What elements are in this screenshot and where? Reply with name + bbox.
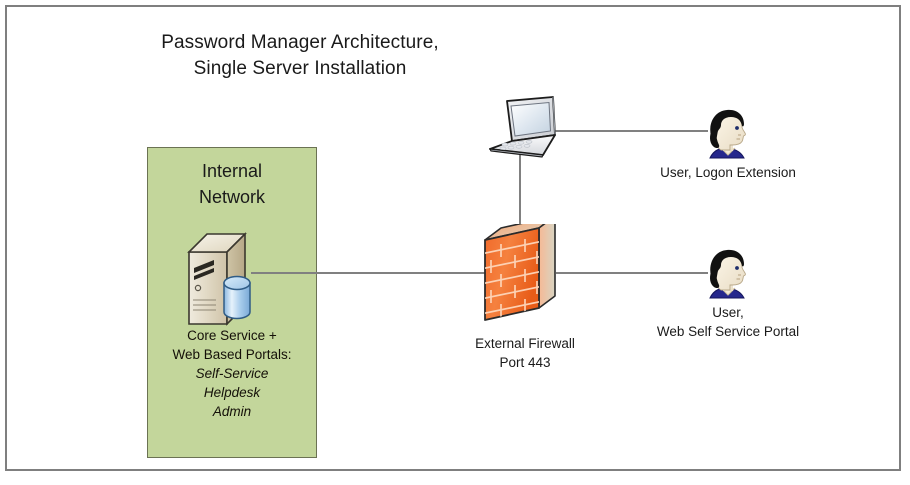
user-logon-extension-caption: User, Logon Extension — [660, 165, 796, 180]
portal-helpdesk: Helpdesk — [203, 385, 261, 400]
server-tower-icon — [183, 224, 269, 328]
laptop-icon — [483, 95, 561, 163]
server-caption-line1: Core Service + — [187, 328, 277, 343]
internal-network-zone: Internal Network Core Service + Web Base… — [147, 147, 317, 458]
user-head-profile-icon — [697, 104, 759, 166]
server-caption: Core Service + Web Based Portals: Self-S… — [148, 326, 316, 421]
brick-wall-firewall-icon — [481, 215, 567, 324]
page-title: Password Manager Architecture, Single Se… — [161, 32, 439, 79]
portal-admin: Admin — [212, 404, 252, 419]
connection-firewall-to-user-web-self-service — [556, 272, 708, 274]
firewall-caption: External Firewall Port 443 — [475, 336, 575, 370]
connection-laptop-to-user-logon-extension — [551, 130, 708, 132]
user-web-self-service-caption: User, Web Self Service Portal — [656, 305, 800, 339]
user-head-profile-icon — [697, 244, 759, 306]
connection-server-to-firewall — [251, 272, 517, 274]
server-caption-line2: Web Based Portals: — [172, 347, 292, 362]
portal-self-service: Self-Service — [195, 366, 269, 381]
internal-network-label: Internal Network — [198, 161, 265, 207]
connection-laptop-to-firewall — [519, 150, 521, 240]
